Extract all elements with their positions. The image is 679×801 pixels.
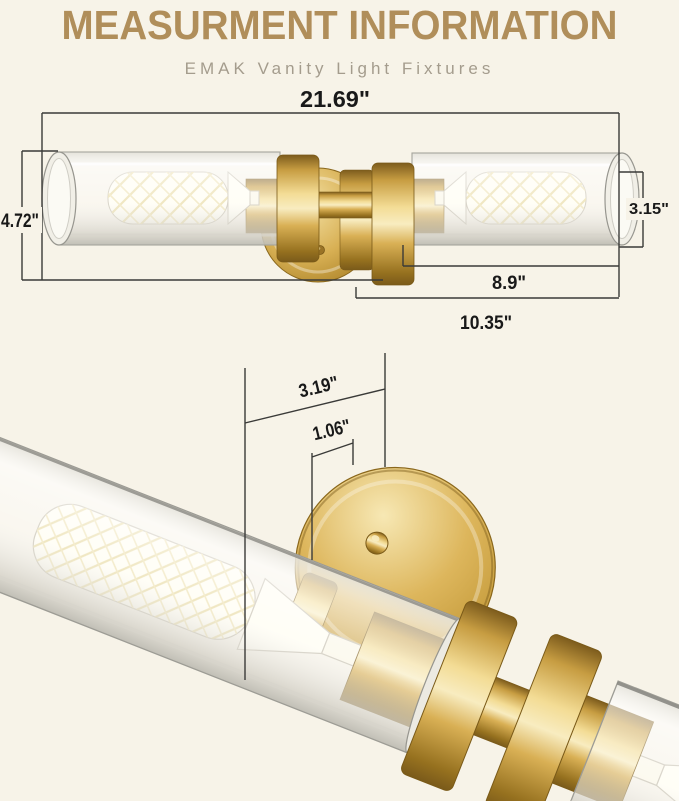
glass-shade-left [41, 151, 281, 246]
header: MEASURMENT INFORMATION EMAK Vanity Light… [0, 0, 679, 79]
dim-label-backplate-diameter: 3.19" [297, 373, 341, 403]
dim-label-overall-width: 21.69" [300, 86, 370, 112]
dim-label-overall-height: 4.72" [1, 211, 39, 232]
dim-label-shade-diameter: 3.15" [629, 201, 669, 218]
detail-mounting-screw [365, 531, 389, 555]
page-subtitle: EMAK Vanity Light Fixtures [184, 59, 495, 79]
page-title: MEASURMENT INFORMATION [61, 2, 618, 48]
dim-label-shade-length: 8.9" [492, 273, 526, 294]
detail-collar-ring-left [401, 600, 518, 791]
front-view-diagram: 21.69" 4.72" 3.15" 8.9" 10.35" [0, 86, 674, 334]
glass-shade-right [411, 152, 640, 246]
detail-collar-ring-right [485, 634, 602, 801]
center-hub-ring [339, 169, 375, 271]
collar-ring-left [276, 154, 320, 263]
dim-label-center-to-end: 10.35" [460, 313, 512, 334]
collar-ring-right [371, 162, 415, 286]
detail-view-diagram: 3.19" 1.06" [0, 353, 679, 801]
dim-label-backplate-depth: 1.06" [311, 416, 353, 445]
fixture-closeup-drawing [0, 432, 679, 801]
front-dimension-lines: 21.69" 4.72" 3.15" 8.9" 10.35" [0, 86, 674, 334]
fixture-front-drawing [41, 151, 640, 286]
